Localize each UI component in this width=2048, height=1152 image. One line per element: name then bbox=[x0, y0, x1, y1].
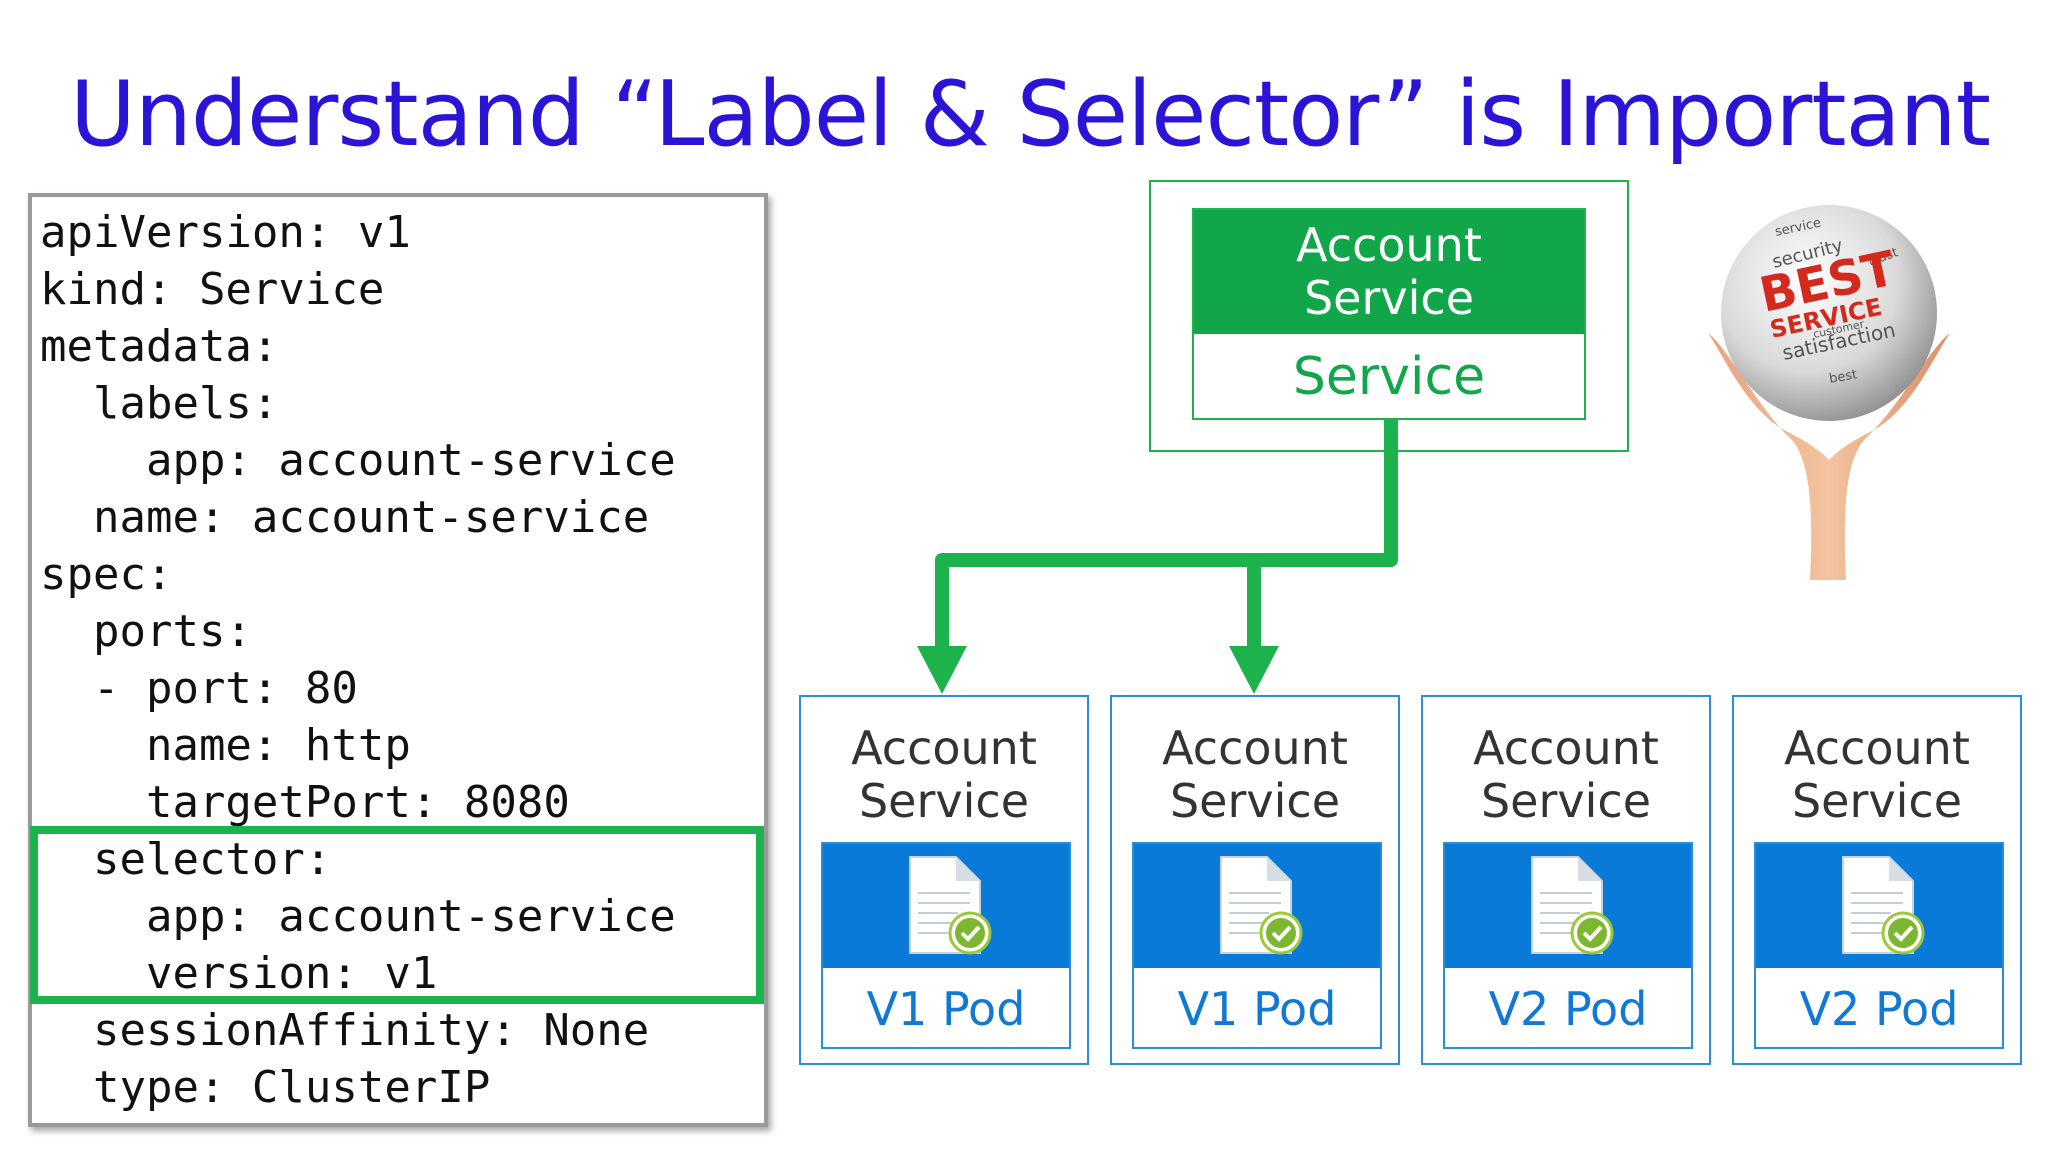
yaml-line: app: account-service bbox=[40, 435, 676, 486]
pod-title-line1: Account bbox=[851, 721, 1037, 775]
pod-inner-box: V2 Pod bbox=[1443, 842, 1693, 1049]
globe-word: best bbox=[1828, 367, 1858, 387]
pod-version-label: V1 Pod bbox=[866, 981, 1026, 1036]
yaml-line: sessionAffinity: None bbox=[40, 1005, 650, 1056]
yaml-line: labels: bbox=[40, 378, 279, 429]
yaml-line: version: v1 bbox=[40, 948, 438, 999]
pod-title-line2: Service bbox=[1480, 773, 1651, 828]
yaml-line: type: ClusterIP bbox=[40, 1062, 491, 1113]
yaml-line: app: account-service bbox=[40, 891, 676, 942]
service-box: Account Service Service bbox=[1192, 208, 1586, 420]
pod-version-label: V2 Pod bbox=[1488, 981, 1648, 1036]
pod-version-label: V2 Pod bbox=[1799, 981, 1959, 1036]
connector-line bbox=[935, 420, 1398, 652]
arrowhead bbox=[917, 646, 967, 694]
yaml-line: targetPort: 8080 bbox=[40, 777, 570, 828]
yaml-line: kind: Service bbox=[40, 264, 385, 315]
selector-highlight-box bbox=[30, 826, 764, 1004]
pod-version-label: V1 Pod bbox=[1177, 981, 1337, 1036]
yaml-line: metadata: bbox=[40, 321, 279, 372]
pod-title-line2: Service bbox=[1791, 773, 1962, 828]
pod-title: Account Service bbox=[801, 722, 1087, 828]
yaml-line: name: account-service bbox=[40, 492, 650, 543]
pod-title-line1: Account bbox=[1473, 721, 1659, 775]
pod-inner-box: V1 Pod bbox=[821, 842, 1071, 1049]
pod-title-line2: Service bbox=[858, 773, 1029, 828]
service-name-line2: Service bbox=[1303, 271, 1474, 325]
pod-title: Account Service bbox=[1734, 722, 2020, 828]
yaml-line: ports: bbox=[40, 606, 252, 657]
yaml-code-panel: apiVersion: v1 kind: Service metadata: l… bbox=[28, 193, 768, 1127]
pod-card: Account Service V2 Pod bbox=[1732, 695, 2022, 1065]
pod-card: Account Service V1 Pod bbox=[799, 695, 1089, 1065]
pod-icon-area bbox=[1445, 844, 1691, 968]
service-type-label: Service bbox=[1292, 347, 1486, 407]
pod-title-line1: Account bbox=[1784, 721, 1970, 775]
document-check-icon bbox=[909, 856, 992, 955]
document-check-icon bbox=[1842, 856, 1925, 955]
pod-title-line2: Service bbox=[1169, 773, 1340, 828]
pod-icon-area bbox=[1134, 844, 1380, 968]
service-name-line1: Account bbox=[1296, 218, 1482, 273]
pod-icon-area bbox=[823, 844, 1069, 968]
pod-icon-area bbox=[1756, 844, 2002, 968]
pod-inner-box: V2 Pod bbox=[1754, 842, 2004, 1049]
document-check-icon bbox=[1220, 856, 1303, 955]
yaml-line: apiVersion: v1 bbox=[40, 207, 411, 258]
yaml-line: - port: 80 bbox=[40, 663, 358, 714]
globe-illustration: service security trust satisfaction cust… bbox=[1708, 205, 1950, 580]
pod-title-line1: Account bbox=[1162, 721, 1348, 775]
arrowhead bbox=[1229, 646, 1279, 694]
pod-inner-box: V1 Pod bbox=[1132, 842, 1382, 1049]
pod-title: Account Service bbox=[1112, 722, 1398, 828]
pod-card: Account Service V2 Pod bbox=[1421, 695, 1711, 1065]
yaml-line: spec: bbox=[40, 549, 173, 600]
best-service-globe-icon: service security trust satisfaction cust… bbox=[1698, 198, 1960, 584]
yaml-line: name: http bbox=[40, 720, 411, 771]
pod-card: Account Service V1 Pod bbox=[1110, 695, 1400, 1065]
page-title: Understand “Label & Selector” is Importa… bbox=[70, 62, 1991, 167]
pod-title: Account Service bbox=[1423, 722, 1709, 828]
service-header: Account Service bbox=[1194, 210, 1584, 334]
document-check-icon bbox=[1531, 856, 1614, 955]
yaml-line: selector: bbox=[40, 834, 332, 885]
